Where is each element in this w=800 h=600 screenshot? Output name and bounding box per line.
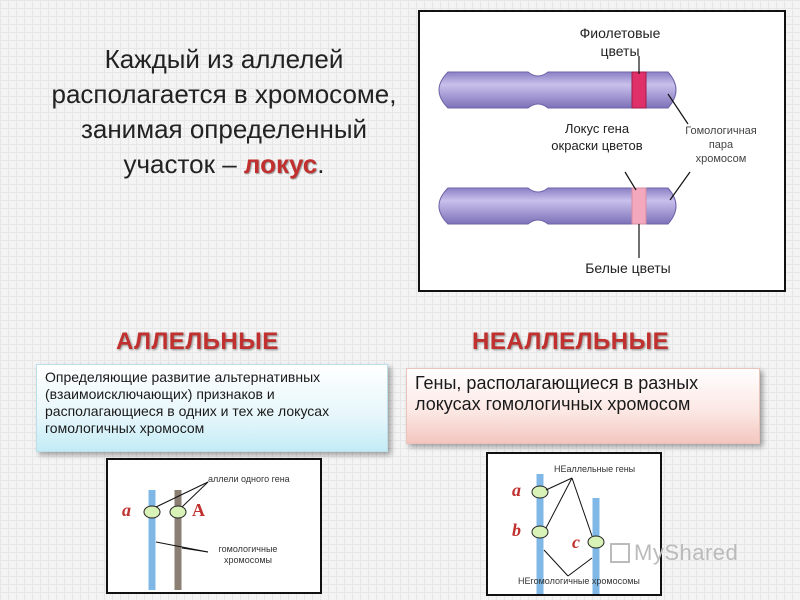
pointer-nonhom-left [543,549,569,577]
label-alleles-one-gene: аллели одного гена [208,474,290,484]
allelic-figure: аллели одного гена a A гомологичные хром… [106,458,322,594]
allele-a-label: a [122,500,131,520]
watermark-icon [610,543,630,563]
gene-b-label: b [512,520,521,540]
heading-allelic: АЛЛЕЛЬНЫЕ [116,328,279,355]
intro-period: . [317,149,325,179]
label-gene-locus: Локус гена окраски цветов [551,121,643,153]
gene-a-marker [531,485,549,499]
allele-a-marker [143,505,161,519]
gene-c-marker [587,535,605,549]
locus-word: локус [243,149,318,179]
allele-A-label: A [192,500,205,520]
white-locus-band [631,187,647,225]
intro-sentence: Каждый из аллелей располагается в хромос… [51,44,397,179]
pointer-nonhom-right [567,557,593,577]
chromosome-top [438,71,677,109]
heading-nonallelic: НЕАЛЛЕЛЬНЫЕ [472,328,670,355]
pointer-a [155,481,209,508]
allele-A-marker [169,505,187,519]
chromosome-bottom [438,187,677,225]
nonallelic-figure: НЕаллельные гены a b c НЕгомологичные хр… [486,452,662,596]
label-violet-flowers: Фиолетовые цветы [579,25,661,59]
label-nonallelic-genes: НЕаллельные гены [554,464,636,474]
chromosome-diagram [438,56,691,258]
pointer-hom-brown [181,547,209,553]
nonallelic-diagram [531,474,605,594]
label-nonhomologous-chromosomes: НЕгомологичные хромосомы [518,576,640,586]
gene-c-label: c [572,532,580,552]
gene-b-marker [531,525,549,539]
label-homologous-pair: Гомологичная пара хромосом [685,125,757,165]
label-homologous-chromosomes: гомологичные хромосомы [218,544,278,565]
allelic-diagram [143,481,209,590]
leader-homologous-b [669,171,691,201]
gene-a-label: a [512,480,521,500]
leader-homologous-a [667,93,689,125]
pointer-gene-a [545,477,573,491]
violet-locus-band [631,71,647,109]
pointer-A [181,481,209,508]
allelic-definition: Определяющие развитие альтернативных (вз… [36,364,388,452]
leader-locus [624,171,637,191]
intro-text: Каждый из аллелей располагается в хромос… [38,42,410,182]
nonallelic-definition: Гены, располагающиеся в разных локусах г… [406,368,760,444]
pointer-gene-c [571,477,593,537]
watermark: MyShared [610,540,738,566]
pointer-gene-b [545,477,573,529]
watermark-text: MyShared [634,540,739,565]
label-white-flowers: Белые цветы [585,260,671,276]
chromosome-figure: Фиолетовые цветы Локус гена окраски цвет… [418,10,786,292]
